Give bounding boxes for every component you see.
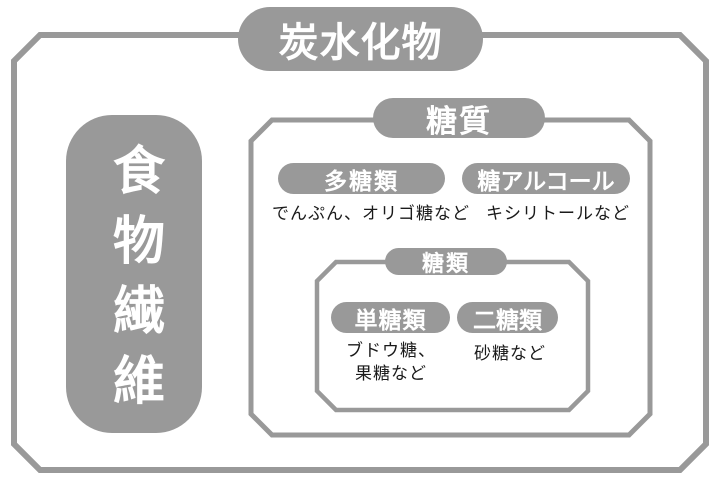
carbohydrate-title-label: 炭水化物 bbox=[278, 21, 443, 65]
dietary-fiber-label: 食物繊維 bbox=[104, 143, 163, 423]
sugar-alcohol-note: キシリトールなど bbox=[486, 204, 630, 223]
saccharides-box-border bbox=[314, 259, 591, 413]
disaccharide-pill: 二糖類 bbox=[457, 302, 558, 333]
saccharides-title-label: 糖類 bbox=[421, 250, 470, 276]
disaccharide-label: 二糖類 bbox=[473, 306, 542, 333]
monosaccharide-label: 単糖類 bbox=[354, 306, 427, 333]
polysaccharide-label: 多糖類 bbox=[324, 167, 399, 194]
sugars-box-border bbox=[248, 117, 653, 438]
saccharides-title-pill: 糖類 bbox=[385, 248, 507, 276]
carbohydrate-box-border bbox=[11, 32, 709, 473]
polysaccharide-note: でんぷん、オリゴ糖など bbox=[272, 204, 470, 223]
sugar-alcohol-label: 糖アルコール bbox=[477, 167, 615, 194]
carbohydrate-title-pill: 炭水化物 bbox=[238, 7, 483, 71]
monosaccharide-note: ブドウ糖、 果糖など bbox=[346, 341, 436, 383]
sugars-title-pill: 糖質 bbox=[373, 98, 545, 139]
sugars-title-label: 糖質 bbox=[426, 103, 492, 139]
disaccharide-note: 砂糖など bbox=[474, 344, 546, 363]
monosaccharide-pill: 単糖類 bbox=[331, 302, 450, 333]
polysaccharide-pill: 多糖類 bbox=[278, 163, 445, 194]
sugar-alcohol-pill: 糖アルコール bbox=[462, 163, 630, 194]
dietary-fiber-box: 食物繊維 bbox=[66, 115, 202, 433]
